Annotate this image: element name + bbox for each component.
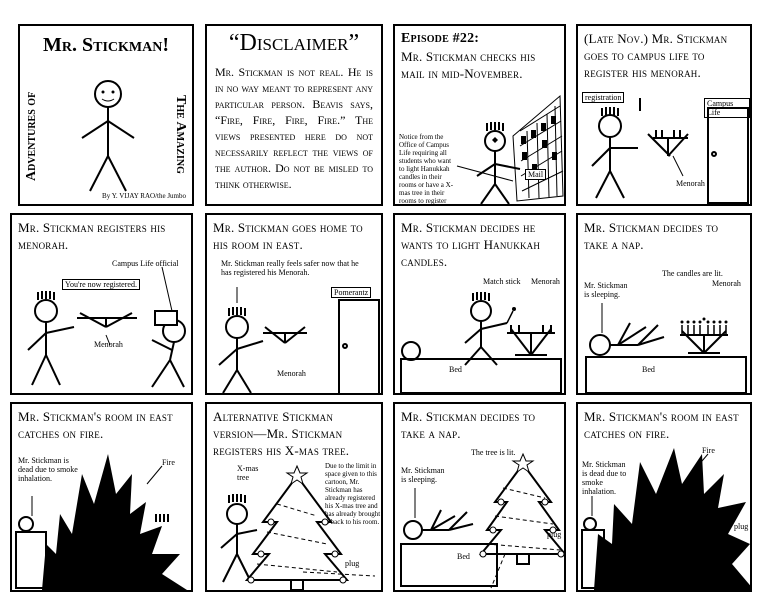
candles-lit-label: The candles are lit.	[662, 269, 723, 278]
tree-lit-label: The tree is lit.	[471, 448, 516, 457]
panel-title: Mr. Stickman! Adventures of The Amazing …	[18, 24, 194, 206]
panel-9-caption: Mr. Stickman's room in east catches on f…	[18, 409, 173, 441]
registration-sign: registration	[582, 92, 625, 103]
tree-scene	[220, 464, 376, 590]
bed-label: Bed	[642, 365, 655, 374]
bed-label: Bed	[457, 552, 470, 561]
panel-10-caption: Alternative Stickman version—Mr. Stickma…	[213, 409, 350, 458]
dead-label: Mr. Stickman is dead due to smoke inhala…	[18, 456, 78, 483]
plug-label: plug	[547, 530, 562, 539]
disclaimer-title: “Disclaimer”	[228, 30, 360, 56]
menorah-label: Menorah	[531, 277, 560, 286]
fire-scene-2	[581, 448, 750, 590]
comic-title: Mr. Stickman!	[43, 34, 169, 56]
tree-nap-scene	[400, 452, 564, 589]
match-label: Match stick	[483, 277, 521, 286]
panel-fire-2: Mr. Stickman's room in east catches on f…	[576, 402, 752, 592]
nap-scene	[585, 303, 747, 393]
panel-5-caption: Mr. Stickman registers his menorah.	[18, 220, 166, 252]
sleeping-label: Mr. Stickman is sleeping.	[584, 281, 628, 299]
panel-fire-1: Mr. Stickman's room in east catches on f…	[10, 402, 193, 592]
campus-life-scene	[591, 98, 749, 204]
xmas-tree-label: X-mas tree	[237, 464, 259, 482]
fire-label: Fire	[702, 446, 715, 455]
panel-episode: Episode #22: Mr. Stickman checks his mai…	[393, 24, 566, 206]
room-scene	[218, 287, 380, 393]
byline: By Y. VIJAY RAO/the Jumbo	[102, 192, 186, 200]
menorah-label: Menorah	[712, 279, 741, 288]
fire-scene-1	[15, 454, 187, 590]
panel-xmas-tree: Alternative Stickman version—Mr. Stickma…	[205, 402, 383, 592]
panel-campus-life: (Late Nov.) Mr. Stickman goes to campus …	[576, 24, 752, 206]
bed-label: Bed	[449, 365, 462, 374]
panel-11-caption: Mr. Stickman decides to take a nap.	[401, 409, 536, 441]
panel-6-caption: Mr. Stickman goes home to his room in ea…	[213, 220, 363, 252]
disclaimer-text: Mr. Stickman is not real. He is in no wa…	[215, 65, 373, 191]
door-nameplate: Pomerantz	[331, 287, 372, 298]
menorah-label: Menorah	[94, 340, 123, 349]
registration-scene	[27, 266, 186, 388]
candle-scene	[400, 292, 562, 393]
panel-4-caption: (Late Nov.) Mr. Stickman goes to campus …	[584, 31, 728, 80]
space-limit-note: Due to the limit in space given to this …	[325, 462, 381, 526]
panel-registers: Mr. Stickman registers his menorah. Camp…	[10, 213, 193, 395]
menorah-label: Menorah	[676, 179, 705, 188]
panel-light-candles: Mr. Stickman decides he wants to light H…	[393, 213, 566, 395]
panel-8-caption: Mr. Stickman decides to take a nap.	[584, 220, 719, 252]
panel-nap-menorah: Mr. Stickman decides to take a nap. Mr. …	[576, 213, 752, 395]
fire-label: Fire	[162, 458, 175, 467]
mail-label: Mail	[525, 169, 547, 180]
sleeping-label: Mr. Stickman is sleeping.	[401, 466, 445, 484]
dead-label: Mr. Stickman is dead due to smoke inhala…	[582, 460, 627, 496]
panel-goes-home: Mr. Stickman goes home to his room in ea…	[205, 213, 383, 395]
episode-number: Episode #22:	[401, 31, 480, 46]
panel-disclaimer: “Disclaimer” Mr. Stickman is not real. H…	[205, 24, 383, 206]
stickman-figure	[81, 80, 135, 192]
title-right-vertical: The Amazing	[173, 94, 188, 174]
panel-nap-tree: Mr. Stickman decides to take a nap. The …	[393, 402, 566, 592]
mailboxes-scene	[456, 94, 564, 204]
safety-note: Mr. Stickman really feels safer now that…	[221, 259, 359, 277]
notice-text: Notice from the Office of Campus Life re…	[399, 133, 454, 205]
speech-bubble: You're now registered.	[62, 279, 140, 290]
plug-label: plug	[345, 559, 360, 568]
panel-3-caption: Mr. Stickman checks his mail in mid-Nove…	[401, 49, 536, 81]
plug-label: plug	[734, 522, 749, 531]
menorah-label: Menorah	[277, 369, 306, 378]
panel-7-caption: Mr. Stickman decides he wants to light H…	[401, 220, 541, 269]
official-label: Campus Life official	[112, 259, 179, 268]
panel-12-caption: Mr. Stickman's room in east catches on f…	[584, 409, 739, 441]
